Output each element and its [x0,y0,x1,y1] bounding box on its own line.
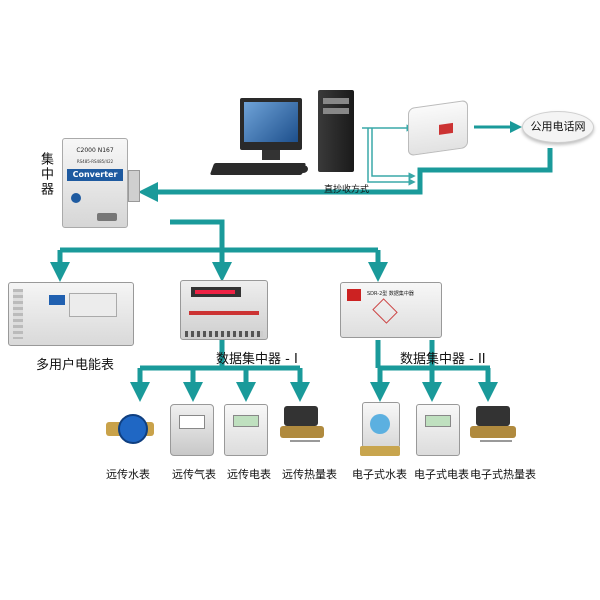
data-concentrator-1-label: 数据集中器 - I [216,352,298,367]
meter-label: 电子式电表 [414,468,469,481]
meter-label: 电子式水表 [352,468,407,481]
converter-port [97,213,117,221]
data-concentrator-2-device: SDR-2型 数据集中器 [340,282,442,338]
converter-subtitle: RS485-RS485/422 [76,159,114,164]
pc-tower [318,90,354,172]
multi-user-meter-device [8,282,134,346]
converter-side-bracket [128,170,140,202]
phone-network-node: 公用电话网 [522,111,594,143]
pc-stand [262,150,280,160]
electronic-electric-meter-device [416,404,460,456]
data-concentrator-2-label: 数据集中器 - II [400,352,486,367]
direct-read-line [367,128,416,186]
pc-mouse [298,165,308,173]
electronic-water-meter-device [360,402,400,458]
remote-electric-meter-device [224,404,268,456]
converter-logo [71,193,81,203]
concentrator-label: 集中器 [38,152,53,197]
pc-monitor [240,98,302,150]
converter-device: C2000 N167 RS485-RS485/422 Converter [62,138,128,228]
meter-label: 远传水表 [106,468,150,481]
modem-device [408,99,468,157]
meter-label: 电子式热量表 [470,468,536,481]
dc2-model-label: SDR-2型 数据集中器 [367,291,414,297]
direct-read-label: 直抄收方式 [324,185,370,195]
electronic-heat-meter-device [470,404,518,444]
remote-water-meter-device [106,408,156,448]
pc-keyboard [209,163,307,175]
multi-user-meter-label: 多用户电能表 [36,358,115,373]
remote-heat-meter-device [280,404,326,444]
remote-gas-meter-device [170,404,214,456]
meter-label: 远传气表 [172,468,216,481]
dc2-stem [375,340,435,368]
converter-model: C2000 N167 [76,147,114,154]
data-concentrator-1-device [180,280,268,340]
arrow-converter-down [170,219,225,250]
arrow-network-to-converter [138,148,553,202]
meter-label: 远传电表 [227,468,271,481]
converter-name: Converter [67,169,123,181]
meter-label: 远传热量表 [282,468,337,481]
